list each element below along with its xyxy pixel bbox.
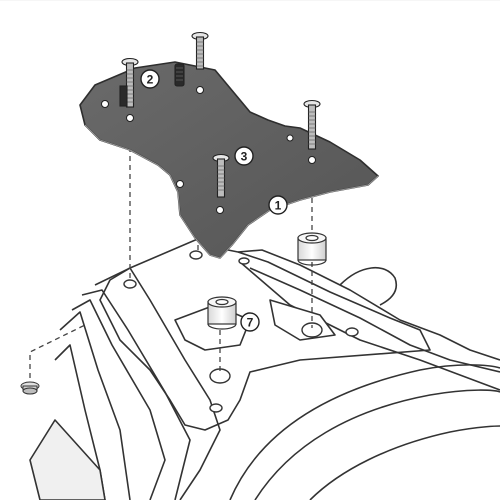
sleeve-icon — [174, 63, 185, 87]
rack-hole-5 — [345, 327, 359, 337]
rack-handle — [339, 266, 398, 306]
rack-left-rail-inner — [81, 289, 191, 500]
rack-hole-1 — [123, 279, 137, 289]
callout-label-7: 7 — [247, 316, 254, 330]
rack-hole-3 — [209, 368, 231, 384]
callout-part-2: 2 — [140, 69, 160, 89]
body-curve-2 — [254, 389, 500, 500]
align-line-nut — [29, 324, 86, 378]
spacer-icon — [297, 232, 327, 266]
plate-hole-2 — [126, 114, 134, 122]
rack-tube — [59, 311, 131, 500]
plate-hole-3 — [196, 86, 204, 94]
screw-icon — [303, 99, 321, 150]
rack-right-rail-lower — [239, 261, 500, 391]
rack-right-rail — [237, 249, 500, 361]
callout-part-7: 7 — [240, 312, 260, 332]
callout-label-3: 3 — [241, 150, 248, 164]
nut-icon — [20, 381, 40, 395]
rack-right-rail-inner — [249, 267, 500, 373]
rack-hole-2 — [189, 250, 203, 260]
sleeve-icon — [119, 85, 128, 107]
callout-label-1: 1 — [275, 199, 282, 213]
spacers — [207, 232, 327, 330]
screw-icon — [121, 57, 139, 108]
plate-hole-4 — [176, 180, 184, 188]
plate-hole-6 — [286, 134, 294, 142]
body-curve-3 — [309, 425, 500, 500]
rack-left-rail-outer — [71, 299, 166, 500]
rack-plate — [99, 237, 431, 431]
rack-hole-6 — [209, 403, 223, 413]
rack-left-rail — [94, 267, 221, 500]
plate-hole-7 — [308, 156, 316, 164]
plate-hole-1 — [101, 100, 109, 108]
callouts: 2 3 1 7 — [140, 69, 288, 332]
mounting-plate — [79, 61, 379, 259]
motorcycle-rack-frame — [29, 237, 500, 500]
callout-part-1: 1 — [268, 195, 288, 215]
screws — [119, 31, 321, 198]
frame-shadow — [29, 419, 106, 500]
plate-hole-5 — [216, 206, 224, 214]
callout-label-2: 2 — [147, 73, 154, 87]
rack-hole-4 — [301, 322, 323, 338]
callout-part-3: 3 — [234, 146, 254, 166]
plate-edge-highlight — [84, 124, 379, 259]
screw-icon — [191, 31, 209, 70]
rack-hole-7 — [238, 257, 250, 265]
rack-holes — [123, 250, 359, 413]
screw-icon — [212, 153, 230, 198]
body-curve — [229, 364, 500, 500]
spacer-icon — [207, 296, 237, 330]
